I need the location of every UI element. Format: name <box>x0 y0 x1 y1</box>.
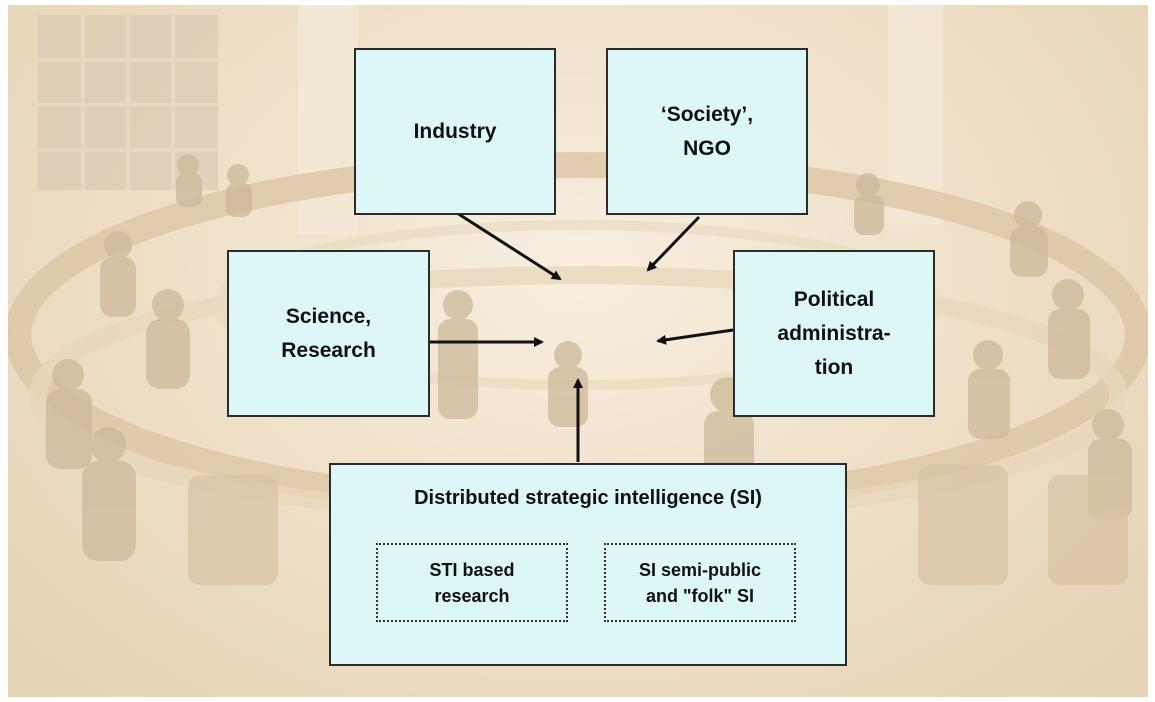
arrow-political <box>656 328 734 345</box>
node-industry: Industry <box>354 48 556 215</box>
arrow-industry <box>456 211 562 281</box>
node-society-label-line1: ‘Society’, <box>660 102 754 126</box>
sub-node-folk-label-line1: SI semi-public <box>638 559 762 580</box>
node-political-label-line2: administra- <box>777 321 891 345</box>
sub-node-sti-label-line2: research <box>434 585 510 606</box>
node-political-label-line1: Political <box>793 287 875 311</box>
node-political-label-line3: tion <box>814 355 854 379</box>
node-society-label-line2: NGO <box>683 136 731 160</box>
arrow-society <box>646 215 701 272</box>
node-society-ngo: ‘Society’, NGO <box>606 48 808 215</box>
sub-node-sti-label-line1: STI based <box>429 559 515 580</box>
node-science-label-line2: Research <box>281 338 376 362</box>
node-political-administration: Political administra- tion <box>733 250 935 417</box>
node-distributed-si: Distributed strategic intelligence (SI) … <box>329 463 847 666</box>
node-industry-label: Industry <box>413 119 497 143</box>
sub-node-folk-label-line2: and "folk" SI <box>645 585 755 606</box>
sub-node-folk-si: SI semi-public and "folk" SI <box>604 543 796 622</box>
node-science-research: Science, Research <box>227 250 430 417</box>
node-science-label-line1: Science, <box>285 304 372 328</box>
node-distributed-si-title: Distributed strategic intelligence (SI) <box>414 487 762 509</box>
sub-node-sti-research: STI based research <box>376 543 568 622</box>
